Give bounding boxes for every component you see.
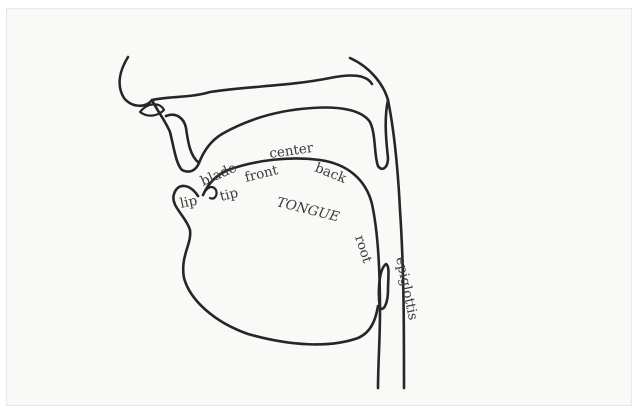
label-tip: tip xyxy=(218,185,240,205)
label-lip: lip xyxy=(179,193,199,212)
label-tongue: TONGUE xyxy=(275,194,341,225)
epiglottis-outline xyxy=(379,264,389,309)
label-epiglottis: epiglottis xyxy=(392,256,421,322)
label-root: root xyxy=(351,233,375,265)
label-back: back xyxy=(313,160,350,187)
label-front: front xyxy=(243,162,280,186)
hard-palate xyxy=(152,76,372,100)
